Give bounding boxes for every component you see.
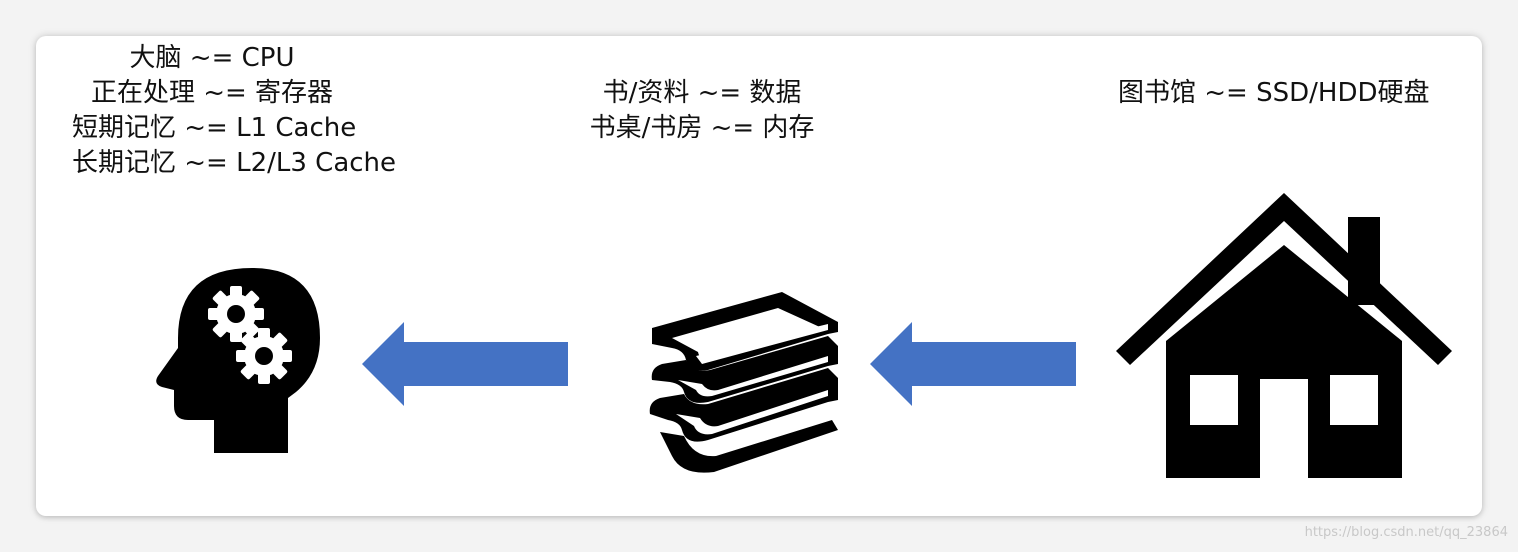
gear-icon xyxy=(208,286,264,342)
house-icon xyxy=(1116,193,1452,478)
text-line: 长期记忆 ~= L2/L3 Cache xyxy=(72,148,397,178)
text-line: 图书馆 ~= SSD/HDD硬盘 xyxy=(1118,78,1430,108)
head-with-gears-icon xyxy=(156,268,320,453)
cpu-analogy-text: 大脑 ~= CPU 正在处理 ~= 寄存器 短期记忆 ~= L1 Cache 长… xyxy=(72,41,397,181)
window xyxy=(1190,375,1238,425)
text-line: 正在处理 ~= 寄存器 xyxy=(90,78,334,108)
left-arrow-icon xyxy=(870,322,1076,406)
gear-icon xyxy=(236,328,292,384)
stack-of-books-icon xyxy=(649,292,838,473)
window xyxy=(1330,375,1378,425)
memory-analogy-text: 书/资料 ~= 数据 书桌/书房 ~= 内存 xyxy=(562,76,842,146)
watermark: https://blog.csdn.net/qq_23864 xyxy=(1304,525,1508,540)
text-line: 书桌/书房 ~= 内存 xyxy=(589,113,815,143)
disk-analogy-text: 图书馆 ~= SSD/HDD硬盘 xyxy=(1118,76,1430,111)
text-line: 短期记忆 ~= L1 Cache xyxy=(72,113,357,143)
text-line: 大脑 ~= CPU xyxy=(129,43,295,73)
text-line: 书/资料 ~= 数据 xyxy=(602,78,802,108)
door xyxy=(1260,379,1308,478)
left-arrow-icon xyxy=(362,322,568,406)
chimney xyxy=(1348,217,1380,305)
